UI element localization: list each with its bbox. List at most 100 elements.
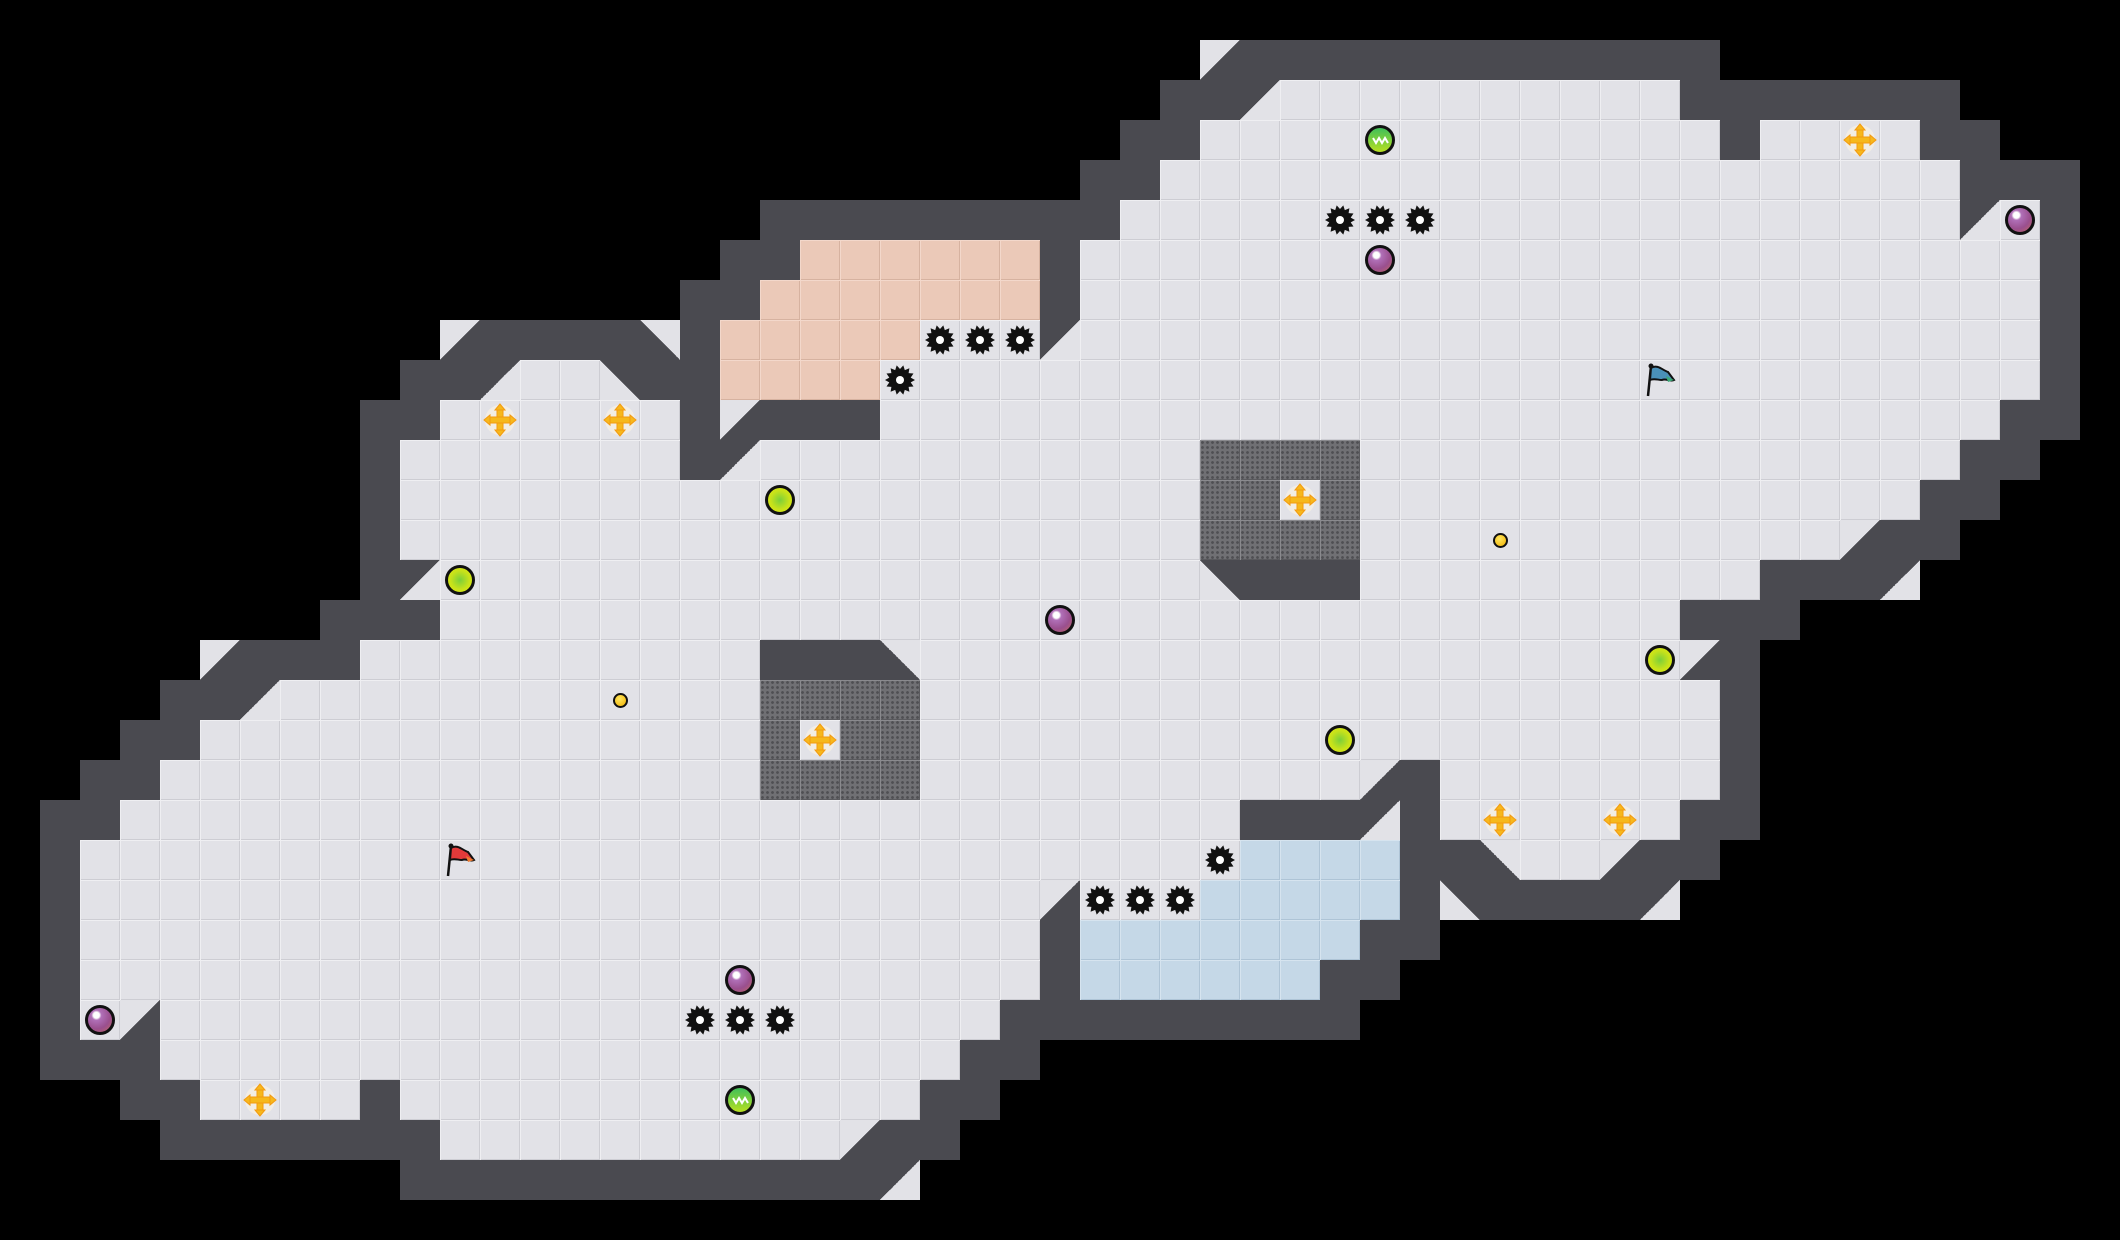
floor-tile bbox=[1880, 320, 1920, 360]
wall-tile bbox=[480, 320, 520, 360]
floor-tile bbox=[1240, 720, 1280, 760]
floor-tile bbox=[1520, 80, 1560, 120]
floor-tile bbox=[1200, 360, 1240, 400]
floor-tile bbox=[1160, 160, 1200, 200]
wall-tile bbox=[1240, 560, 1280, 600]
floor-tile bbox=[560, 440, 600, 480]
floor-tile bbox=[960, 600, 1000, 640]
wall-tile bbox=[960, 1080, 1000, 1120]
floor-tile bbox=[760, 560, 800, 600]
floor-tile bbox=[200, 760, 240, 800]
floor-tile bbox=[800, 520, 840, 560]
floor-tile bbox=[1440, 640, 1480, 680]
wall-tile bbox=[1520, 40, 1560, 80]
floor-tile bbox=[1800, 440, 1840, 480]
floor-tile bbox=[1400, 240, 1440, 280]
wall-tile bbox=[1920, 480, 1960, 520]
floor-tile bbox=[480, 840, 520, 880]
floor-tile bbox=[1880, 440, 1920, 480]
floor-tile bbox=[160, 840, 200, 880]
floor-tile bbox=[480, 440, 520, 480]
boost-icon bbox=[1600, 800, 1640, 840]
floor-tile bbox=[1560, 480, 1600, 520]
wall-tile bbox=[680, 1160, 720, 1200]
floor-tile bbox=[1720, 200, 1760, 240]
floor-tile bbox=[1800, 240, 1840, 280]
gate-tile bbox=[1200, 480, 1240, 520]
floor-tile bbox=[1240, 360, 1280, 400]
diagonal-wall-tile bbox=[480, 360, 520, 400]
floor-tile bbox=[360, 920, 400, 960]
blue-team-tile bbox=[1200, 960, 1240, 1000]
floor-tile bbox=[240, 1000, 280, 1040]
floor-tile bbox=[640, 800, 680, 840]
floor-tile bbox=[560, 520, 600, 560]
wall-tile bbox=[1600, 40, 1640, 80]
floor-tile bbox=[1080, 280, 1120, 320]
floor-tile bbox=[280, 960, 320, 1000]
blue-team-tile bbox=[1240, 920, 1280, 960]
wall-tile bbox=[800, 200, 840, 240]
floor-tile bbox=[400, 440, 440, 480]
floor-tile bbox=[880, 840, 920, 880]
floor-tile bbox=[1160, 840, 1200, 880]
floor-tile bbox=[1480, 200, 1520, 240]
floor-tile bbox=[1320, 680, 1360, 720]
floor-tile bbox=[960, 920, 1000, 960]
gate-tile bbox=[880, 680, 920, 720]
wall-tile bbox=[2040, 280, 2080, 320]
floor-tile bbox=[840, 1040, 880, 1080]
wall-tile bbox=[40, 960, 80, 1000]
wall-tile bbox=[1720, 800, 1760, 840]
spike-icon bbox=[1120, 880, 1160, 920]
floor-tile bbox=[1960, 360, 2000, 400]
floor-tile bbox=[920, 880, 960, 920]
floor-tile bbox=[200, 800, 240, 840]
blue-team-tile bbox=[1360, 880, 1400, 920]
floor-tile bbox=[1520, 760, 1560, 800]
wall-tile bbox=[1120, 160, 1160, 200]
floor-tile bbox=[1480, 720, 1520, 760]
gate-tile bbox=[840, 720, 880, 760]
wall-tile bbox=[1000, 1000, 1040, 1040]
floor-tile bbox=[1680, 720, 1720, 760]
floor-tile bbox=[320, 920, 360, 960]
floor-tile bbox=[800, 440, 840, 480]
floor-tile bbox=[680, 1080, 720, 1120]
floor-tile bbox=[80, 880, 120, 920]
floor-tile bbox=[1720, 320, 1760, 360]
floor-tile bbox=[1320, 360, 1360, 400]
floor-tile bbox=[1200, 400, 1240, 440]
wall-tile bbox=[1040, 920, 1080, 960]
floor-tile bbox=[520, 1120, 560, 1160]
floor-tile bbox=[1880, 240, 1920, 280]
blue-team-tile bbox=[1320, 920, 1360, 960]
floor-tile bbox=[1560, 240, 1600, 280]
floor-tile bbox=[920, 600, 960, 640]
wall-tile bbox=[1680, 800, 1720, 840]
floor-tile bbox=[1480, 760, 1520, 800]
floor-tile bbox=[240, 840, 280, 880]
diagonal-wall-tile bbox=[1040, 320, 1080, 360]
floor-tile bbox=[560, 480, 600, 520]
gate-tile bbox=[1320, 520, 1360, 560]
wall-tile bbox=[840, 640, 880, 680]
wall-tile bbox=[760, 1160, 800, 1200]
floor-tile bbox=[360, 800, 400, 840]
floor-tile bbox=[680, 680, 720, 720]
wall-tile bbox=[200, 680, 240, 720]
blue-team-tile bbox=[1240, 960, 1280, 1000]
floor-tile bbox=[840, 880, 880, 920]
floor-tile bbox=[680, 840, 720, 880]
floor-tile bbox=[1400, 560, 1440, 600]
red-flag-icon bbox=[440, 840, 480, 880]
wall-tile bbox=[920, 200, 960, 240]
red-team-tile bbox=[760, 280, 800, 320]
floor-tile bbox=[880, 920, 920, 960]
wall-tile bbox=[1720, 760, 1760, 800]
diagonal-wall-tile bbox=[1600, 840, 1640, 880]
floor-tile bbox=[640, 880, 680, 920]
floor-tile bbox=[920, 1000, 960, 1040]
floor-tile bbox=[280, 760, 320, 800]
floor-tile bbox=[640, 400, 680, 440]
